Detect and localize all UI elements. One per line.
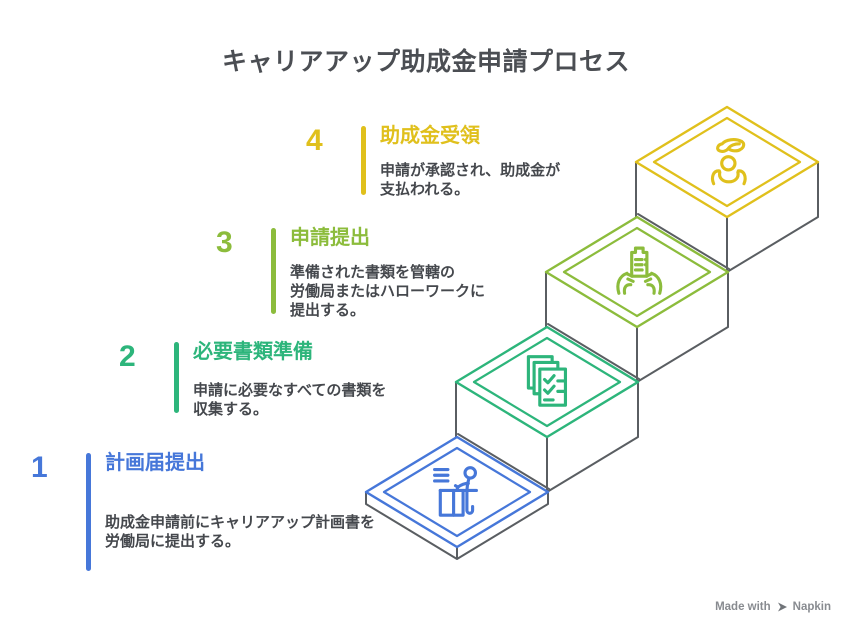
- platform-step-2: [454, 325, 640, 493]
- step-number: 4: [306, 124, 323, 157]
- step-bar: [86, 453, 91, 571]
- napkin-logo-icon: [777, 602, 787, 612]
- step-description: 申請が承認され、助成金が 支払われる。: [380, 162, 561, 198]
- platform-side-edges: [545, 271, 729, 383]
- hand-giving-coin-icon: [710, 138, 747, 186]
- step-bar: [174, 342, 179, 413]
- step-number: 2: [119, 340, 136, 373]
- step-number: 3: [216, 226, 233, 259]
- watermark-brand: Napkin: [792, 601, 831, 613]
- step-number: 1: [31, 451, 48, 484]
- platform-step-3: [544, 215, 730, 383]
- step-bar: [271, 228, 276, 314]
- step-title: 計画届提出: [105, 452, 205, 474]
- platform-side-edges: [635, 161, 819, 273]
- step-4: 4 助成金受領 申請が承認され、助成金が 支払われる。: [306, 124, 560, 199]
- person-at-counter-icon: [433, 466, 478, 517]
- platform-step-1: [364, 435, 550, 560]
- step-title: 必要書類準備: [193, 341, 313, 363]
- step-title: 申請提出: [290, 227, 370, 249]
- step-bar: [361, 126, 366, 195]
- platform-side-edges: [365, 491, 549, 560]
- page-title: キャリアアップ助成金申請プロセス: [221, 48, 630, 76]
- step-2: 2 必要書類準備 申請に必要なすべての書類を 収集する。: [119, 340, 386, 419]
- step-description: 申請に必要なすべての書類を 収集する。: [193, 382, 387, 418]
- step-3: 3 申請提出 準備された書類を管轄の 労働局またはハローワークに 提出する。: [216, 226, 485, 320]
- platform-side-edges: [455, 381, 639, 493]
- platform-outer-diamond: [634, 105, 820, 219]
- step-title: 助成金受領: [380, 125, 480, 147]
- platform-inner-diamond: [382, 446, 532, 538]
- platform-inner-diamond: [652, 116, 802, 208]
- platform-step-4: [634, 105, 820, 273]
- watermark-made-with: Made with: [715, 601, 771, 613]
- platform-inner-diamond: [472, 336, 622, 428]
- watermark: Made with Napkin: [715, 601, 831, 613]
- step-description: 助成金申請前にキャリアアップ計画書を 労働局に提出する。: [105, 514, 376, 550]
- hands-holding-document-icon: [616, 246, 663, 295]
- checklist-documents-icon: [526, 355, 568, 407]
- step-1: 1 計画届提出 助成金申請前にキャリアアップ計画書を 労働局に提出する。: [31, 451, 375, 571]
- step-description: 準備された書類を管轄の 労働局またはハローワークに 提出する。: [290, 264, 486, 319]
- platform-inner-diamond: [562, 226, 712, 318]
